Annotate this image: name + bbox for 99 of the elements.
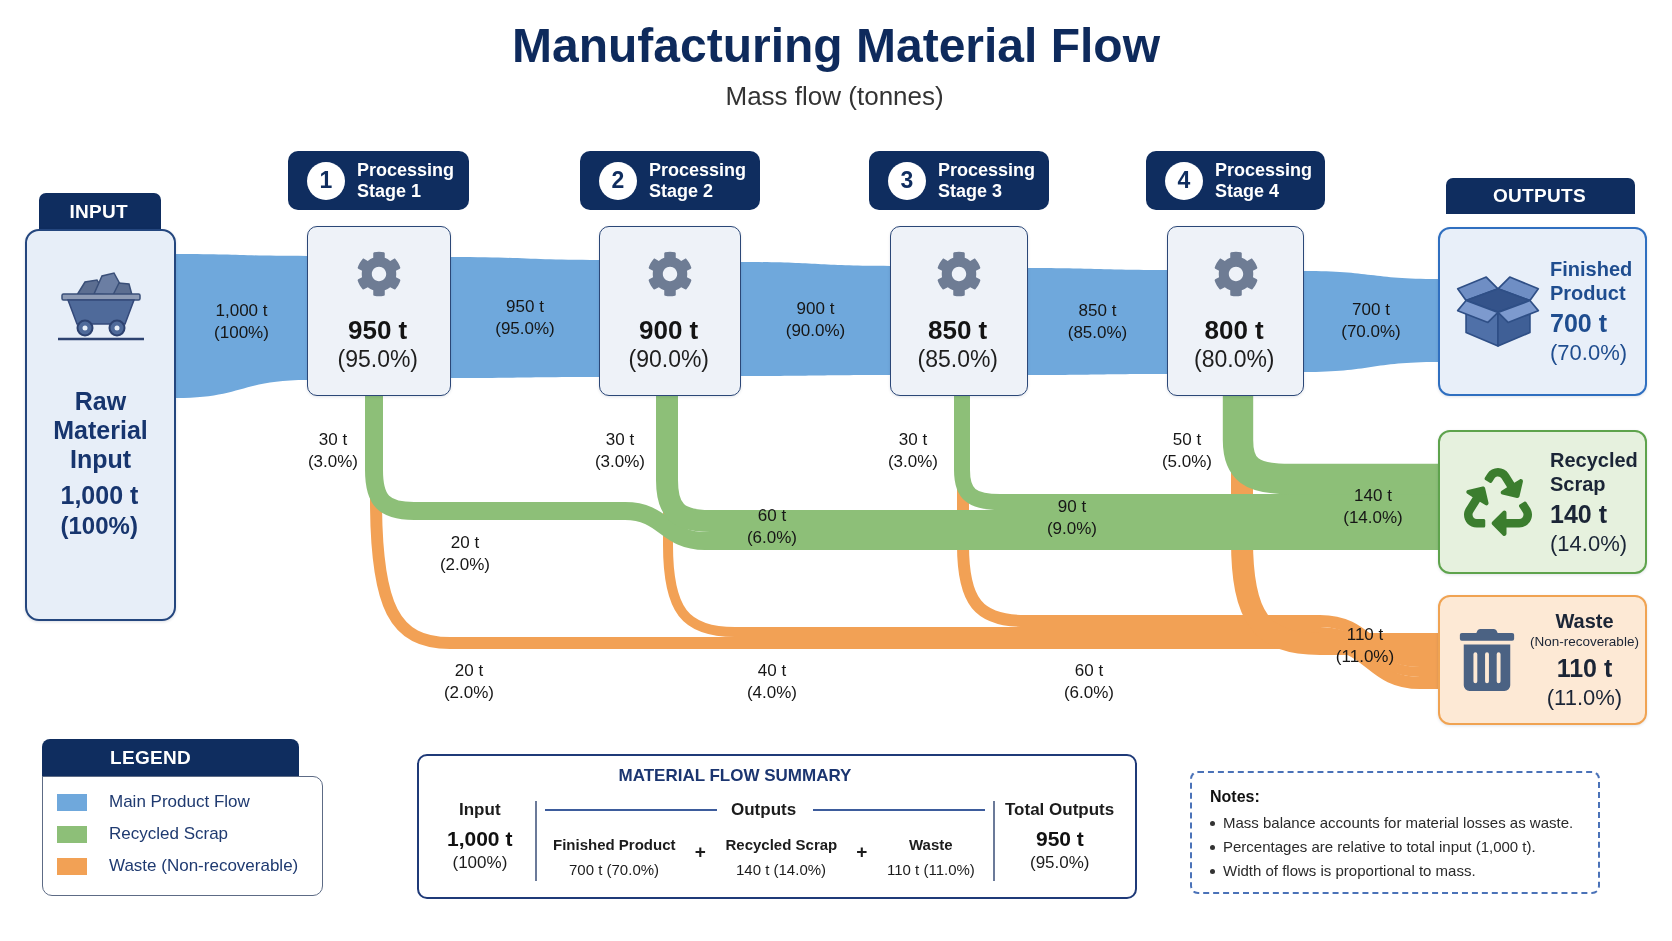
notes-box [1190,771,1600,894]
diagram-subtitle: Mass flow (tonnes) [725,81,945,111]
flow-label: 140 t (14.0%) [1342,485,1404,529]
flow-band [1222,396,1438,495]
flow-band [1304,271,1438,372]
notes-heading: Notes: [1210,787,1261,807]
output-box [1438,595,1647,725]
item-label: Recycled Scrap [725,835,839,854]
mass-value: 110 t [1555,653,1614,684]
flow-label: 40 t (4.0%) [745,660,799,704]
flow-band [365,396,1438,550]
flow-label: 90 t (9.0%) [1045,496,1099,540]
mass-value: 1,000 t [60,480,140,511]
node-title: Raw Material Input [52,387,149,474]
step-number: 2 [599,161,637,200]
flow-label: 110 t (11.0%) [1334,624,1396,668]
percentage: (70.0%) [1550,339,1629,366]
mass-value: 140 t [1550,498,1608,530]
stage-title: Processing Stage 1 [357,159,456,202]
percentage: (14.0%) [1550,529,1629,557]
output-box [1438,227,1647,396]
note-text: Percentages are relative to total input (1,000 t). [1223,838,1537,856]
flow-band [656,396,1438,532]
column-heading: Input [459,799,502,821]
mass-value: 700 t [1550,308,1608,339]
flow-label: 20 t (2.0%) [438,532,492,576]
flow-label: 60 t (6.0%) [1062,660,1116,704]
stage-title: Processing Stage 2 [649,159,748,202]
stage-title: Processing Stage 4 [1215,159,1314,202]
operator-text: + [694,841,707,863]
flow-band [176,254,307,398]
flow-label: 30 t (3.0%) [306,429,360,473]
node-subtitle: (Non-recoverable) [1529,633,1640,650]
step-number: 1 [307,161,345,200]
output-box [1438,430,1647,574]
percentage: (11.0%) [1545,684,1624,711]
edge-label: 850 t (85.0%) [1066,299,1129,344]
process-box [307,226,451,396]
flow-band [954,396,1438,510]
percentage: (95.0%) [1030,852,1091,874]
step-number: 3 [888,161,926,200]
edge-label: 950 t (95.0%) [494,296,556,340]
process-box [1167,226,1304,396]
diagram-title: Manufacturing Material Flow [511,18,1160,74]
flow-band [741,262,890,376]
stage-header [869,151,1049,210]
section-heading: INPUT [69,200,129,223]
edge-label: 1,000 t (100%) [213,300,270,344]
item-value: 140 t (14.0%) [736,860,828,879]
note-text: Width of flows is proportional to mass. [1223,862,1477,880]
node-title: Finished Product [1550,257,1634,305]
flow-label: 60 t (6.0%) [745,505,799,549]
header-tab [1446,178,1635,214]
mass-value: 850 t [928,315,989,345]
legend-title: LEGEND [42,739,299,777]
step-number: 4 [1165,161,1203,200]
node-title: Waste [1554,609,1615,633]
input-box [25,229,176,621]
percentage: (100%) [60,511,139,541]
process-box [890,226,1028,396]
header-tab [39,193,161,230]
percentage: (100%) [452,852,509,874]
legend-label: Recycled Scrap [109,823,230,845]
item-label: Waste [909,835,954,854]
flow-band [451,257,599,378]
legend-label: Waste (Non-recoverable) [109,855,300,877]
percentage: (85.0%) [917,345,1000,373]
mass-value: 950 t [348,315,409,345]
panel-title: MATERIAL FLOW SUMMARY [618,765,853,787]
process-box [599,226,741,396]
stage-title: Processing Stage 3 [938,159,1037,202]
stage-header [580,151,760,210]
edge-label: 700 t (70.0%) [1340,299,1402,343]
item-value: 700 t (70.0%) [569,860,661,879]
column-heading: Outputs [731,799,798,821]
percentage: (80.0%) [1194,345,1276,373]
flow-label: 20 t (2.0%) [442,660,496,704]
stage-header [1146,151,1325,210]
column-heading: Total Outputs [1005,799,1116,821]
flow-label: 30 t (3.0%) [886,429,940,473]
item-label: Finished Product [553,835,677,854]
percentage: (90.0%) [628,345,711,373]
operator-text: + [856,841,869,863]
percentage: (95.0%) [337,345,420,373]
flow-label: 30 t (3.0%) [593,429,647,473]
section-heading: OUTPUTS [1493,185,1587,207]
flow-band [1028,268,1167,375]
edge-label: 900 t (90.0%) [784,297,847,342]
legend-label: Main Product Flow [109,791,251,813]
mass-value: 950 t [1036,826,1085,852]
node-title: Recycled Scrap [1550,447,1639,496]
mass-value: 800 t [1204,315,1265,345]
mass-value: 900 t [639,315,700,345]
note-text: Mass balance accounts for material losses as waste. [1223,814,1575,832]
stage-header [288,151,469,210]
item-value: 110 t (11.0%) [887,860,976,879]
mass-value: 1,000 t [447,826,514,852]
summary-panel [417,754,1137,899]
flow-label: 50 t (5.0%) [1160,429,1214,473]
